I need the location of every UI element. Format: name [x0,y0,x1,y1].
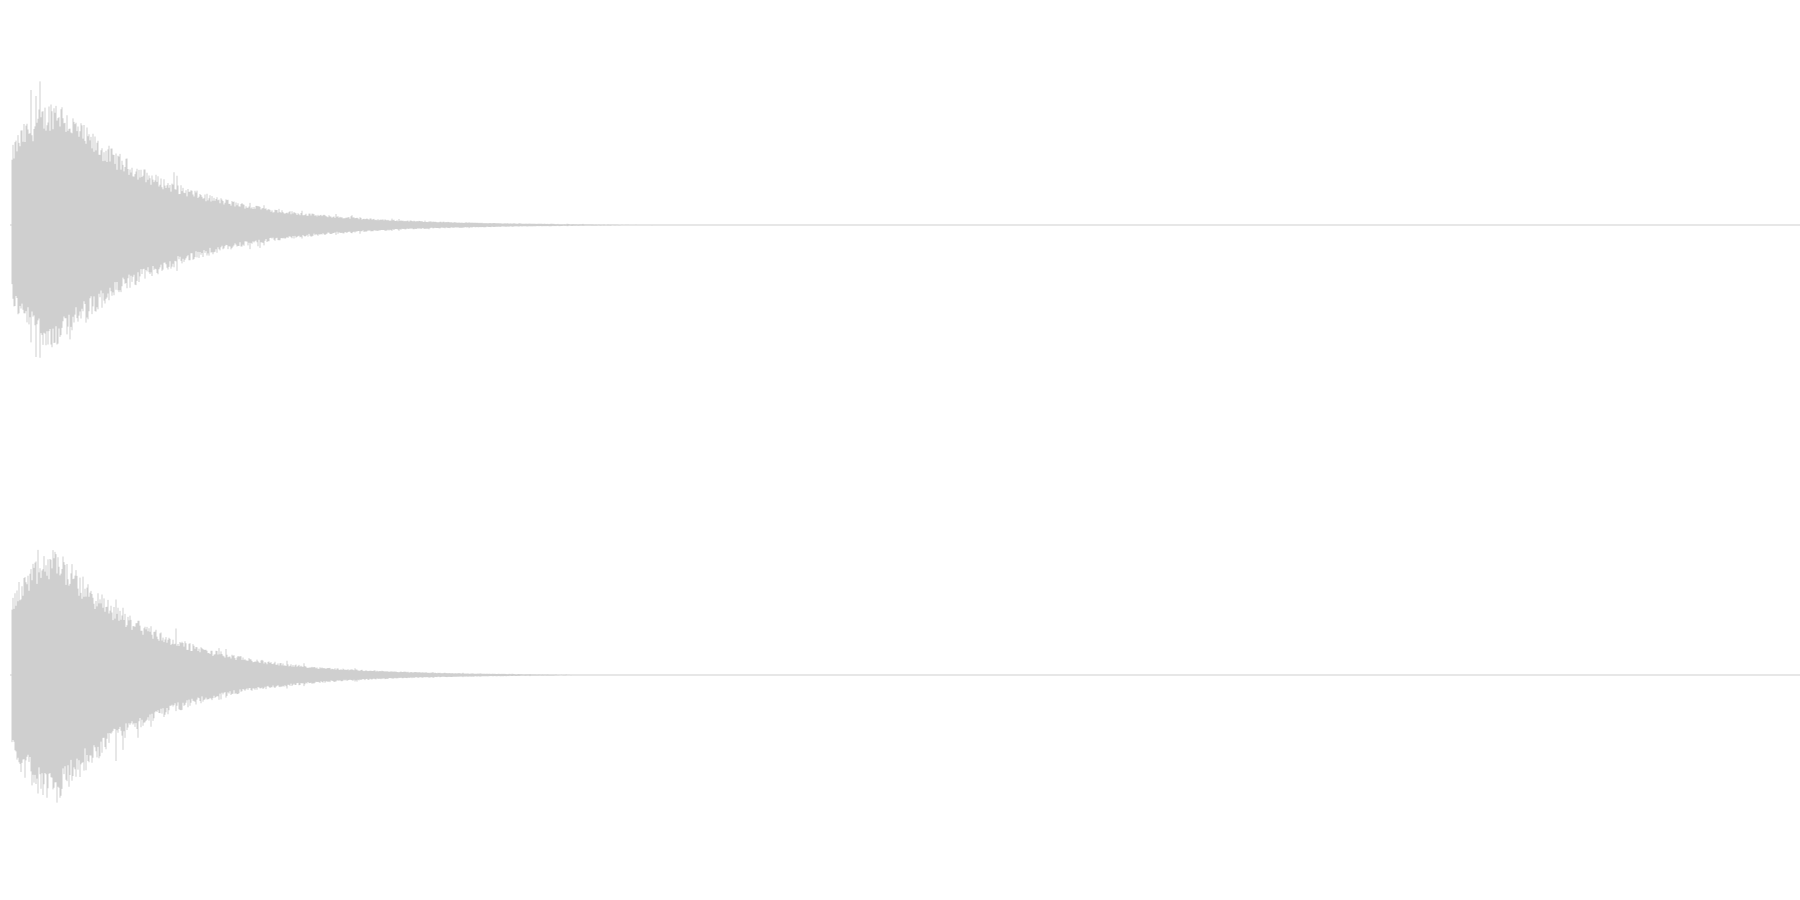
channel-1-track [10,81,1800,358]
channel-1-waveform [11,81,1141,358]
channel-2-track [10,549,1800,803]
channel-2-waveform [11,549,1111,803]
